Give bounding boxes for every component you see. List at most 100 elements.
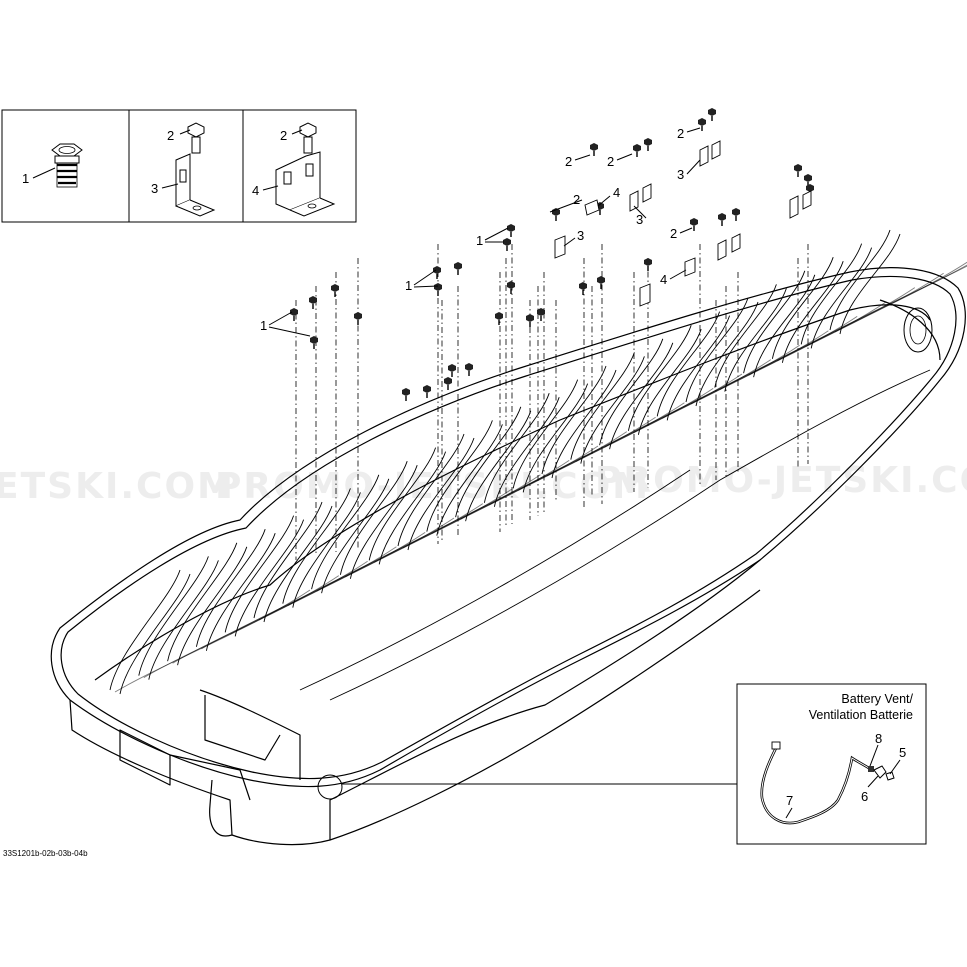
hull-rib <box>426 420 503 536</box>
leader-lines <box>295 244 809 560</box>
hull-rib <box>829 229 901 335</box>
double-bracket-icon <box>275 151 336 217</box>
screw-icon <box>354 312 362 320</box>
hull-ribs <box>109 229 967 695</box>
screw-icon <box>718 213 726 221</box>
hull-rib <box>656 311 731 421</box>
hull-stringer <box>719 287 916 390</box>
hull-stringer <box>143 575 340 678</box>
hull-rib <box>599 338 674 450</box>
bracket-icon <box>175 153 216 217</box>
screw-icon <box>806 184 814 192</box>
screw-icon-2 <box>299 122 317 154</box>
hull-stringer <box>229 532 426 635</box>
screw-icon <box>187 122 205 154</box>
hull-rib <box>570 352 645 464</box>
callout-2c: 2 <box>677 126 684 141</box>
callout-2e: 2 <box>670 226 677 241</box>
hull-rib <box>339 461 418 579</box>
hull-stringer <box>748 272 944 376</box>
hull-stringer <box>114 589 311 693</box>
callout-2d: 2 <box>573 192 580 207</box>
callout-3a: 3 <box>636 212 643 227</box>
hull-rib <box>483 393 560 507</box>
callout-4b: 4 <box>660 272 667 287</box>
hull-brackets <box>554 140 812 307</box>
bracket-3d <box>699 145 709 167</box>
screw-icon <box>590 143 598 151</box>
screw-icon <box>804 174 812 182</box>
hull-rib <box>311 474 390 594</box>
screw-icon <box>310 336 318 344</box>
hull-stringer <box>834 265 967 333</box>
screw-icon <box>794 164 802 172</box>
hull-rib <box>685 297 759 407</box>
screw-icon <box>708 108 716 116</box>
screw-icon <box>434 283 442 291</box>
screws <box>290 108 814 401</box>
screw-icon <box>402 388 410 396</box>
hull-stringer <box>287 503 484 606</box>
hull-rib <box>714 284 787 392</box>
watermark-text-right: PROMO-JETSKI.COM <box>595 460 967 501</box>
screw-icon <box>690 218 698 226</box>
vent-callout-8: 8 <box>875 731 882 746</box>
inset-frame <box>1 109 357 223</box>
vent-hose-icon <box>760 741 895 825</box>
hull-stringer <box>633 330 829 434</box>
hull-rib <box>282 488 361 608</box>
screw-icon <box>290 308 298 316</box>
screw-icon <box>454 262 462 270</box>
battery-vent-title-line2: Ventilation Batterie <box>809 708 913 722</box>
callout-1b: 1 <box>405 278 412 293</box>
inset-callout-3: 3 <box>151 181 158 196</box>
callout-4a: 4 <box>613 185 620 200</box>
inset-callout-1: 1 <box>22 171 29 186</box>
hull-rib <box>195 529 276 651</box>
bracket-3c <box>642 183 652 203</box>
callout-1c: 1 <box>476 233 483 248</box>
screw-icon <box>507 224 515 232</box>
bracket-v3 <box>731 233 741 253</box>
hull-stringer <box>805 264 967 347</box>
hull-rib <box>512 379 589 493</box>
hull-rib <box>368 447 447 565</box>
hull-rib <box>743 270 816 378</box>
screw-icon <box>465 363 473 371</box>
screw-icon <box>537 308 545 316</box>
vent-callout-6: 6 <box>861 789 868 804</box>
hull-rib <box>397 433 475 551</box>
screw-icon <box>644 258 652 266</box>
bracket-4b <box>684 257 696 277</box>
inset-callout-4: 4 <box>252 183 259 198</box>
inset-callout-2b: 2 <box>280 128 287 143</box>
screw-icon <box>633 144 641 152</box>
battery-vent-frame <box>736 683 927 845</box>
battery-vent-inset: Battery Vent/ Ventilation Batterie 8 5 6… <box>317 683 927 845</box>
hull-rib <box>224 515 305 637</box>
screw-icon <box>644 138 652 146</box>
hull-stringer <box>690 301 887 405</box>
callout-2a: 2 <box>565 154 572 169</box>
hull-rib <box>455 406 532 522</box>
screw-icon <box>309 296 317 304</box>
bracket-3e <box>711 140 721 160</box>
callout-3c: 3 <box>577 228 584 243</box>
screw-icon <box>423 385 431 393</box>
screw-icon <box>597 276 605 284</box>
bracket-3b <box>629 190 639 212</box>
hull-rib <box>167 542 248 666</box>
callout-2b: 2 <box>607 154 614 169</box>
callout-1a: 1 <box>260 318 267 333</box>
battery-vent-title-line1: Battery Vent/ <box>841 692 913 706</box>
screw-icon <box>495 312 503 320</box>
screw-icon <box>732 208 740 216</box>
hull-rib <box>138 556 219 680</box>
watermark-text-mid: PROMO-JETSKI.COM <box>215 466 650 507</box>
screw-icon <box>448 364 456 372</box>
screw-icon <box>526 314 534 322</box>
hull-stringer <box>172 560 368 664</box>
screw-icon <box>507 281 515 289</box>
hull-rib <box>109 569 191 695</box>
